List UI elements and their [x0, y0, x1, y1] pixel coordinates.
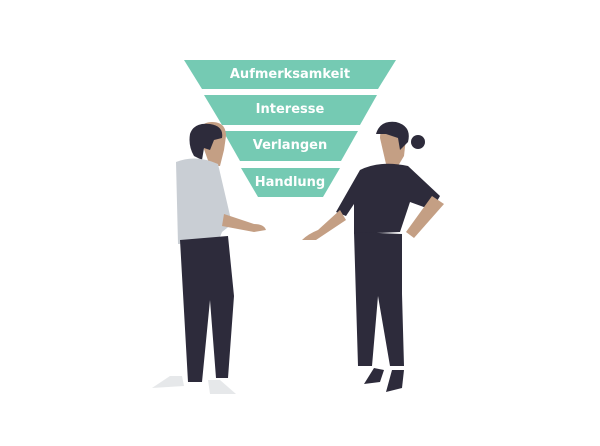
- funnel-stage-2: [204, 95, 377, 125]
- funnel-label-handlung: Handlung: [254, 175, 326, 190]
- funnel-label-verlangen: Verlangen: [252, 138, 328, 153]
- funnel-label-aufmerksamkeit: Aufmerksamkeit: [229, 67, 351, 82]
- woman-figure: [302, 121, 444, 392]
- funnel-stage-3: [223, 131, 358, 161]
- funnel-stage-4: [241, 168, 340, 197]
- man-figure: [152, 122, 266, 394]
- funnel-label-interesse: Interesse: [255, 102, 325, 117]
- funnel-stage-1: [184, 60, 396, 89]
